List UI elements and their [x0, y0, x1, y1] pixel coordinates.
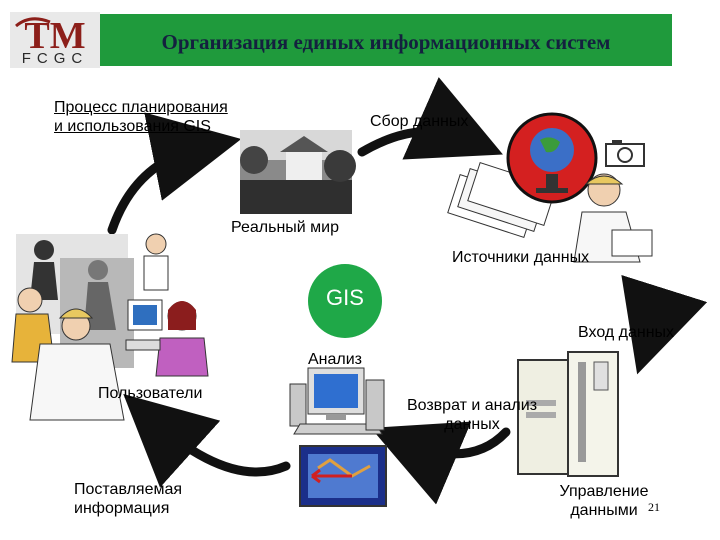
camera-icon: [605, 140, 645, 167]
label-collection: Сбор данных: [370, 113, 469, 130]
server-icon: [517, 351, 619, 477]
real-world-photo: [240, 130, 356, 214]
title-banner: [100, 14, 672, 66]
label-real-world: Реальный мир: [231, 219, 339, 236]
computer-icon: [289, 367, 385, 435]
fcgc-logo: TM: [10, 12, 100, 68]
page-number: 21: [648, 500, 660, 514]
arrow-collection: [357, 77, 503, 160]
label-users: Пользователи: [98, 385, 203, 402]
logo-letters: TM: [24, 15, 85, 57]
label-planning: Процесс планирования и использования GIS: [54, 99, 228, 135]
arrow-input: [621, 274, 708, 375]
label-sources: Источники данных: [452, 249, 590, 266]
gis-node: [308, 264, 382, 338]
logo-caption: FCGC: [21, 50, 89, 67]
arrow-return: [370, 421, 511, 505]
surveyor-illustration: [573, 173, 653, 263]
label-input: Вход данных: [578, 324, 675, 341]
globe-icon: [506, 112, 598, 204]
arrow-planning: [107, 112, 242, 235]
documents-icon: [447, 161, 557, 239]
label-delivered: Поставляемая информация: [74, 481, 183, 517]
label-management: Управление данными: [559, 483, 649, 519]
label-analysis: Анализ: [308, 351, 363, 368]
arrow-delivery: [123, 393, 291, 488]
slide-title: Организация единых информационных систем: [161, 30, 611, 54]
users-illustration: [11, 233, 209, 421]
map-screen-icon: [299, 445, 387, 507]
gis-label: GIS: [326, 285, 364, 310]
label-return-analysis: Возврат и анализ данных: [406, 397, 538, 433]
